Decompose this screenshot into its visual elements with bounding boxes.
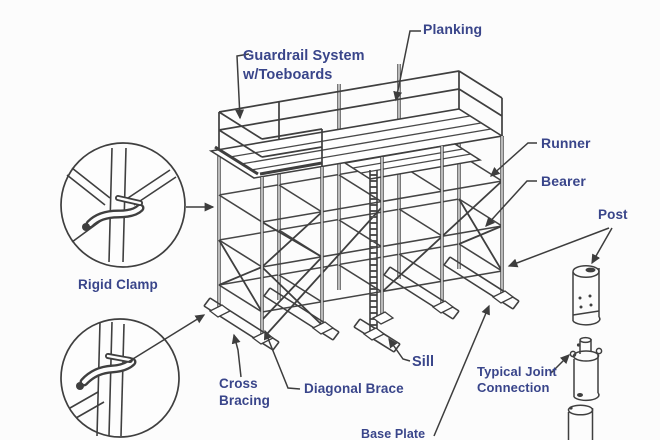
label-cross-bracing: Cross Bracing [219,376,270,408]
label-planking: Planking [423,21,483,37]
post-leader-scaffold [507,227,610,268]
runner-leader [489,142,537,177]
guardrail-leader [235,53,250,120]
label-rigid-clamp: Rigid Clamp [78,277,158,292]
label-bearer: Bearer [541,173,586,189]
label-runner: Runner [541,135,591,151]
diagonal-brace-leader [263,329,301,390]
cross-bracing-leader [231,333,242,378]
planking-leader [393,30,421,102]
swivel-clamp-detail [60,318,180,438]
base-plates [208,290,515,345]
label-post: Post [598,207,628,222]
label-diagonal-brace: Diagonal Brace [304,381,404,396]
toeboards [214,145,323,176]
planking-deck [208,108,505,180]
bearer-leader [485,180,537,227]
post-leader-detail [591,227,613,265]
base-plate-leader [433,304,490,437]
guardrail-rails [218,70,503,167]
rigid-clamp-detail [60,142,186,268]
right-end-cross-brace [458,198,503,272]
front-posts [260,136,504,337]
sill-leader [388,337,411,362]
joint-connection-leader [550,354,570,374]
swivel-clamp-body [76,353,137,390]
swivel-clamp-leader [127,314,206,363]
label-sill: Sill [412,354,435,370]
left-end-cross-brace [218,239,263,313]
leader-lines [127,30,613,437]
cross-bracing-upper [261,211,323,268]
bearers [218,153,503,313]
joint-connection-detail [567,336,603,440]
diagonal-brace-left [265,206,383,336]
center-pole [369,170,378,333]
label-guardrail-system: Guardrail System w/Toeboards [243,48,365,83]
rigid-clamp-body [82,195,145,231]
label-typical-joint: Typical Joint Connection [477,364,557,395]
braces [218,180,503,336]
label-base-plate: Base Plate [361,427,426,440]
back-posts [217,64,461,310]
post-cylinder-detail [572,264,601,326]
post-holes [578,294,593,309]
